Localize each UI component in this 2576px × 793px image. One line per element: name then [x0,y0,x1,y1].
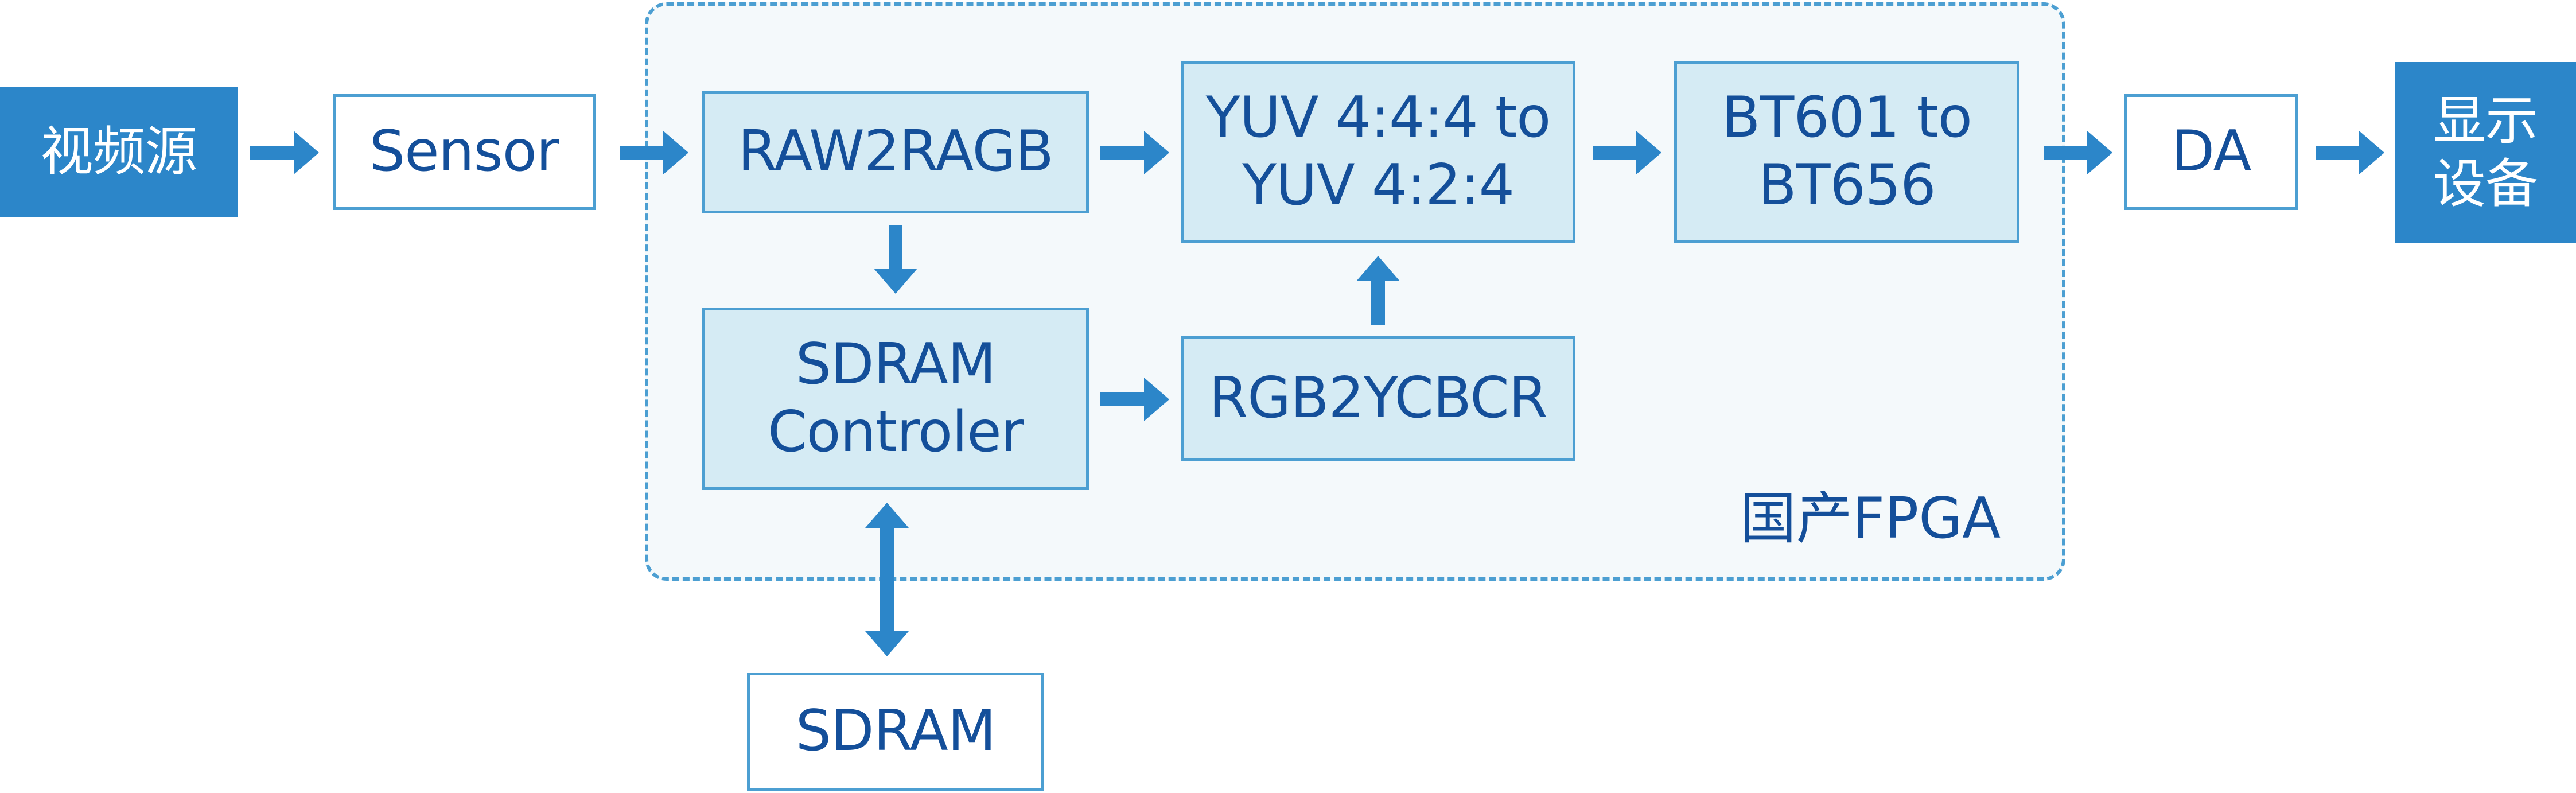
arrow-raw2ragb-to-sdram-controller [874,225,917,294]
node-sdram-controller: SDRAM Controler [702,308,1089,490]
node-raw2ragb-label: RAW2RAGB [738,119,1054,185]
arrow-da-to-display [2316,131,2384,174]
node-da: DA [2124,94,2298,210]
node-bt601-to-bt656-line1: BT601 to [1722,85,1972,151]
node-yuv-converter: YUV 4:4:4 to YUV 4:2:4 [1181,61,1575,243]
arrow-rgb2ycbcr-to-yuv [1356,256,1400,325]
arrow-raw2ragb-to-yuv [1100,131,1169,174]
node-display-device-line1: 显示 [2433,90,2538,151]
node-bt601-to-bt656-line2: BT656 [1758,153,1936,218]
arrow-sensor-to-raw2ragb [620,131,688,174]
node-video-source: 视频源 [0,87,238,217]
arrow-yuv-to-bt601 [1593,131,1661,174]
fpga-region-label: 国产FPGA [1740,486,2001,551]
node-bt601-to-bt656: BT601 to BT656 [1674,61,2019,243]
arrow-video-source-to-sensor [250,131,319,174]
node-sensor-label: Sensor [369,119,559,185]
node-yuv-converter-line2: YUV 4:2:4 [1242,153,1515,218]
node-da-label: DA [2171,119,2252,185]
node-video-source-label: 视频源 [40,120,197,182]
node-rgb2ycbcr: RGB2YCBCR [1181,336,1575,461]
node-sensor: Sensor [333,94,596,210]
node-sdram-controller-line1: SDRAM [795,332,996,398]
arrow-bt601-to-da [2044,131,2112,174]
node-rgb2ycbcr-label: RGB2YCBCR [1209,366,1548,432]
arrow-sdram-controller-to-sdram [865,503,909,656]
node-sdram: SDRAM [747,673,1044,791]
node-yuv-converter-line1: YUV 4:4:4 to [1205,85,1551,151]
arrow-sdram-controller-to-rgb2ycbcr [1100,378,1169,421]
node-sdram-label: SDRAM [795,698,996,764]
node-display-device: 显示 设备 [2395,62,2576,243]
node-sdram-controller-line2: Controler [768,399,1024,465]
node-raw2ragb: RAW2RAGB [702,91,1089,213]
node-display-device-line2: 设备 [2433,153,2538,215]
